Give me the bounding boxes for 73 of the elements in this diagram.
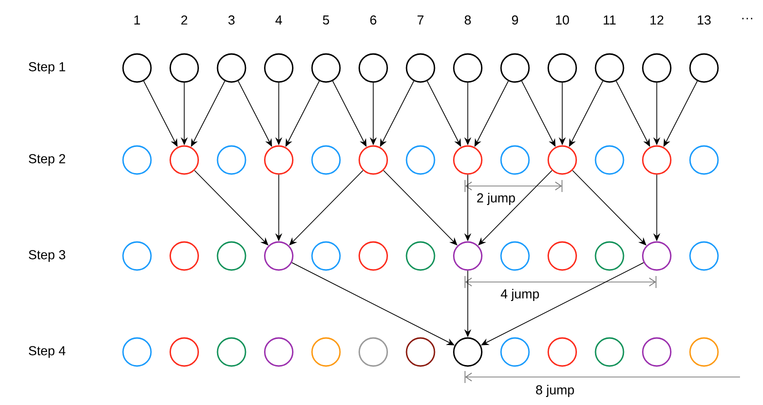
circle-node <box>642 145 672 175</box>
circle-node <box>358 241 388 271</box>
circle-node <box>311 145 341 175</box>
column-number: 11 <box>604 16 616 24</box>
circle-node <box>311 337 341 367</box>
circle-node <box>689 145 719 175</box>
circle-node <box>358 337 388 367</box>
dimension-label: 8 jump <box>536 384 574 398</box>
step-label: Step 1 <box>28 62 66 74</box>
circle-node <box>500 241 530 271</box>
step-label: Step 2 <box>28 154 66 166</box>
column-number: 3 <box>228 15 235 25</box>
column-number: 9 <box>512 15 518 25</box>
circle-node <box>642 53 672 83</box>
circle-node <box>216 145 246 175</box>
circle-node <box>594 145 624 175</box>
column-number: 8 <box>464 15 471 25</box>
dimension-label: 4 jump <box>500 288 539 302</box>
circle-node <box>358 145 388 175</box>
circle-node <box>216 241 246 271</box>
step-label: Step 4 <box>28 346 66 358</box>
circle-node <box>548 145 577 175</box>
column-number: 2 <box>181 15 188 25</box>
circle-node <box>406 241 436 271</box>
column-number: 13 <box>698 15 711 25</box>
column-number: 10 <box>556 15 569 25</box>
circle-node <box>594 241 624 271</box>
column-number: 1 <box>134 16 140 24</box>
circle-node <box>264 241 294 271</box>
circle-node <box>216 337 246 367</box>
circle-node <box>170 145 199 175</box>
circle-node <box>689 241 719 271</box>
circle-node <box>311 53 341 83</box>
circle-node <box>453 337 482 367</box>
circle-node <box>264 53 294 83</box>
circle-node <box>216 53 246 83</box>
circle-node <box>642 241 672 271</box>
column-number: 5 <box>322 15 330 25</box>
circle-node <box>548 241 577 271</box>
circle-node <box>594 53 624 83</box>
circle-node <box>594 337 624 367</box>
circle-node <box>264 337 294 367</box>
circle-node <box>500 337 530 367</box>
circle-node <box>170 53 199 83</box>
circle-node <box>548 337 577 367</box>
circle-node <box>406 145 436 175</box>
circle-node <box>406 53 436 83</box>
column-number: 4 <box>275 16 282 24</box>
circle-node <box>689 337 719 367</box>
circle-node <box>689 53 719 83</box>
circle-node <box>642 337 672 367</box>
circle-node <box>358 53 388 83</box>
circle-node <box>264 145 294 175</box>
circle-node <box>122 337 152 367</box>
dimension-label: 2 jump <box>477 192 515 206</box>
circle-node <box>122 241 152 271</box>
column-number: 12 <box>650 15 664 25</box>
circle-node <box>500 145 530 175</box>
ellipsis: ··· <box>742 18 752 20</box>
circle-node <box>170 337 199 367</box>
circle-node <box>548 53 577 83</box>
circle-node <box>500 53 530 83</box>
column-number: 6 <box>370 15 376 25</box>
circle-node <box>453 145 482 175</box>
circle-node <box>122 145 152 175</box>
circle-node <box>453 53 482 83</box>
column-number: 7 <box>418 16 424 24</box>
step-label: Step 3 <box>28 250 66 262</box>
circle-node <box>170 241 199 271</box>
circle-node <box>122 53 152 83</box>
circle-node <box>406 337 436 367</box>
circle-node <box>311 241 341 271</box>
circle-node <box>453 241 482 271</box>
